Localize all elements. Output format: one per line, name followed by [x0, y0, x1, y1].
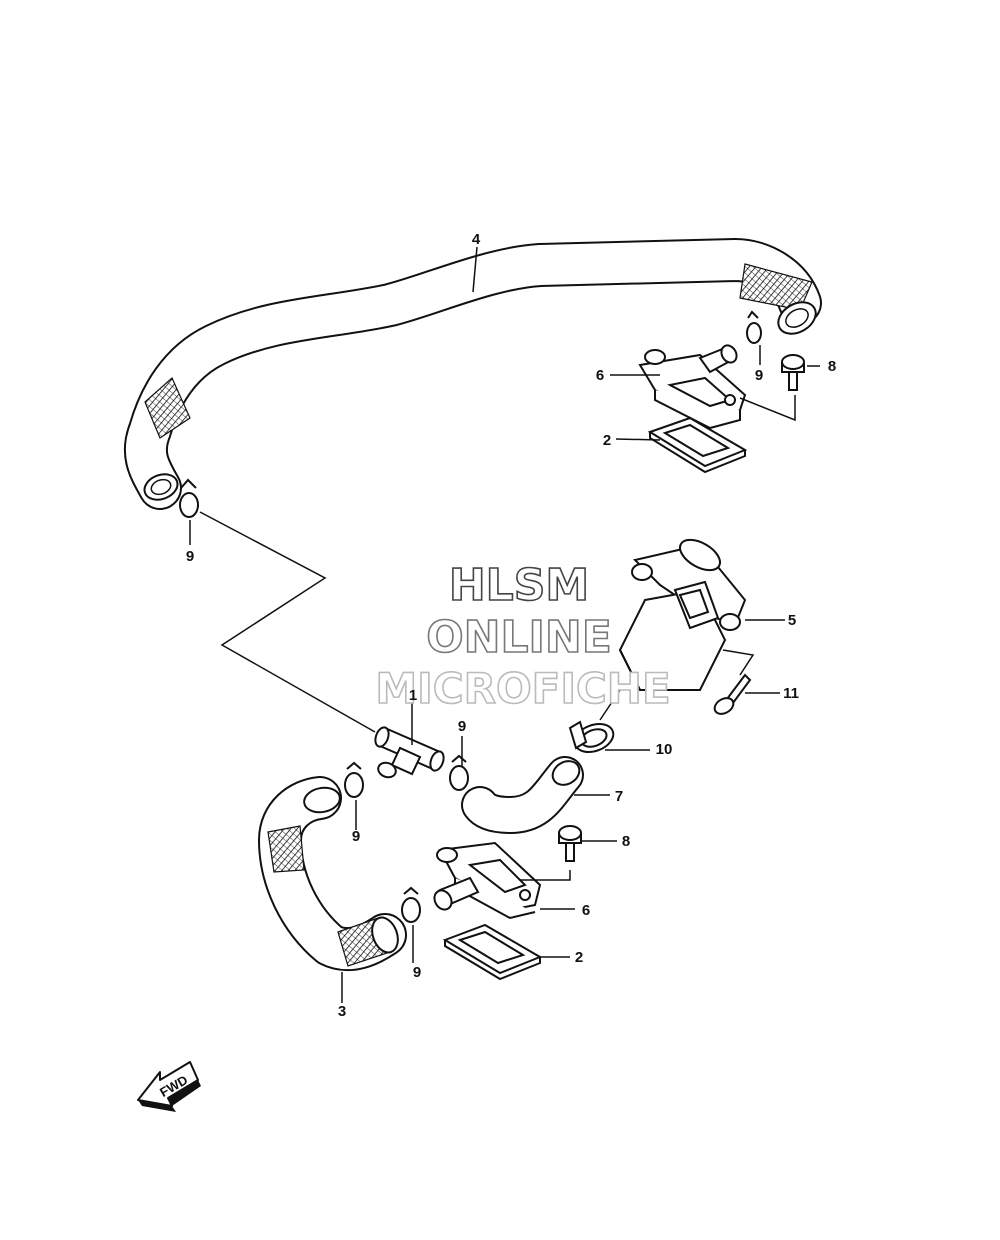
screw-11: [713, 673, 752, 715]
callout-8-upper: 8: [828, 358, 836, 375]
watermark-line-2: ONLINE: [426, 612, 612, 663]
clamp-10: [568, 720, 615, 754]
reed-valve-cover-6-upper: [638, 344, 747, 430]
callout-9-left: 9: [186, 548, 194, 565]
hose-4: [123, 238, 822, 510]
callout-7: 7: [615, 788, 623, 805]
clip-9-left: [179, 478, 199, 518]
callout-9-center: 9: [458, 718, 466, 735]
gasket-2-upper: [647, 416, 748, 474]
joint-1: [374, 726, 445, 779]
callout-3: 3: [338, 1003, 346, 1020]
watermark-line-3: MICROFICHE: [375, 664, 670, 713]
callout-2-lower: 2: [575, 949, 583, 966]
callout-8-lower: 8: [622, 833, 630, 850]
bolt-8-upper: [781, 354, 805, 391]
fwd-arrow-icon: FWD: [137, 1061, 201, 1112]
callout-5: 5: [788, 612, 796, 629]
bolt-8-lower: [558, 825, 582, 862]
clip-9-mid-left: [344, 761, 364, 798]
valve-assembly-5: [618, 538, 747, 691]
callout-10: 10: [656, 741, 673, 758]
watermark-line-1: HLSM: [449, 560, 589, 611]
callout-11: 11: [783, 685, 799, 702]
hose-7: [461, 756, 584, 835]
callout-9-lower: 9: [413, 964, 421, 981]
callout-9-mid-left: 9: [352, 828, 360, 845]
callout-4: 4: [472, 231, 481, 248]
watermark: HLSM ONLINE MICROFICHE: [375, 559, 672, 714]
callout-6-lower: 6: [582, 902, 590, 919]
callout-labels: 4 6 2 9 8 9 5 11 1 9 10 7 9 8 6 2 9 3: [186, 231, 836, 1020]
callout-1: 1: [409, 687, 417, 704]
callout-6-upper: 6: [596, 367, 604, 384]
clip-9-center: [449, 754, 469, 791]
hose-4-mesh-start: [144, 377, 191, 439]
gasket-2-lower: [442, 923, 543, 981]
callout-2-upper: 2: [603, 432, 611, 449]
hose-3: [258, 776, 407, 972]
callout-9-upper: 9: [755, 367, 763, 384]
clip-9-lower: [401, 886, 421, 923]
leader-lines: [189, 246, 820, 1003]
clip-9-upper: [746, 310, 762, 344]
reed-valve-cover-6-lower: [433, 841, 542, 920]
